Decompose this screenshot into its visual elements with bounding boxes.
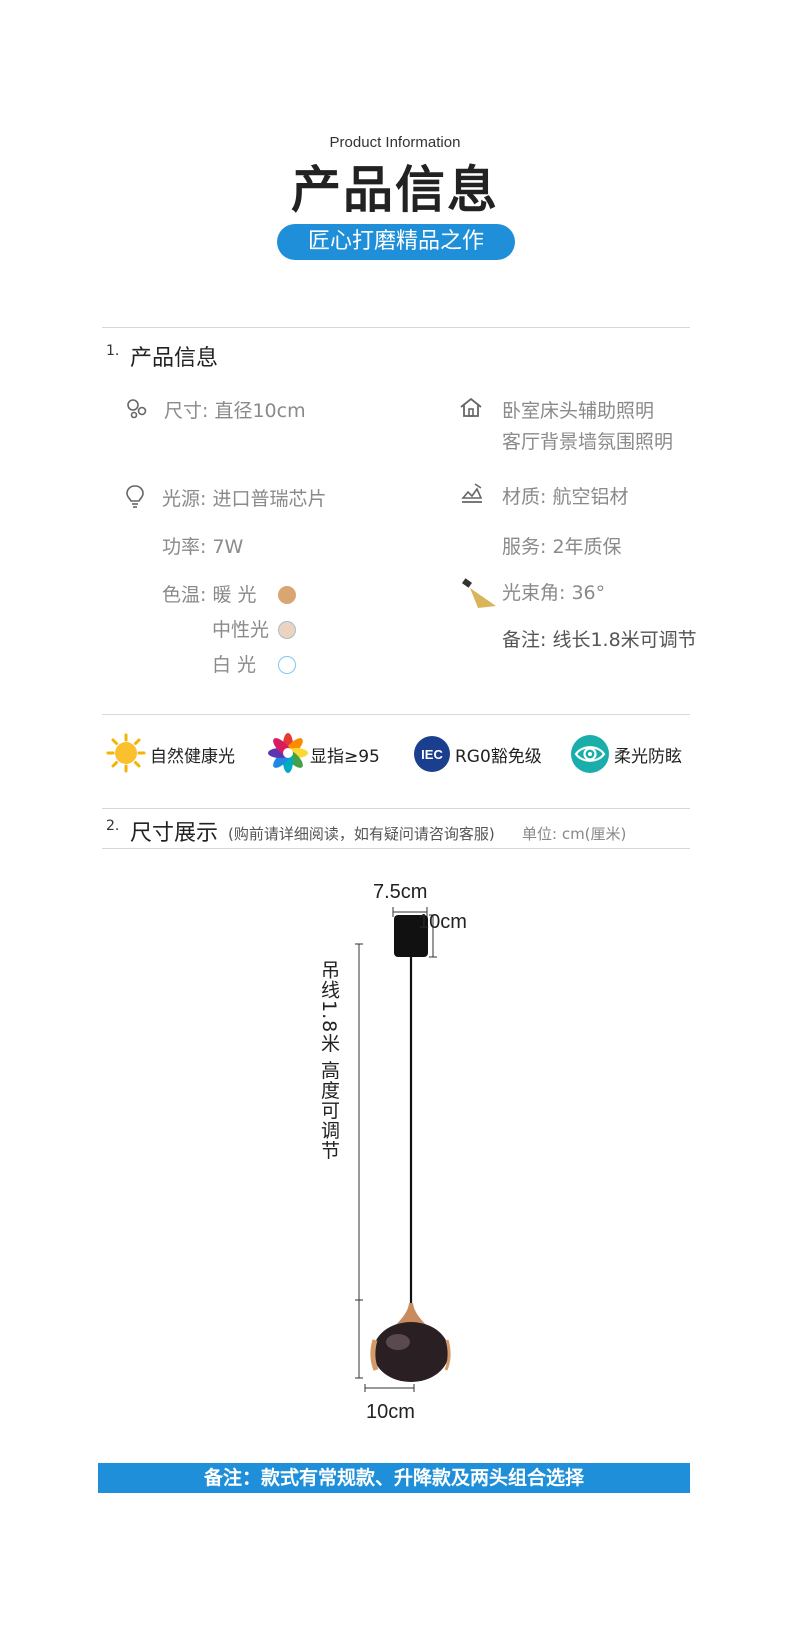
sun-icon	[106, 733, 146, 773]
usage-line-2: 客厅背景墙氛围照明	[502, 431, 674, 453]
feature-label: RG0豁免级	[455, 747, 542, 767]
home-icon	[460, 397, 482, 417]
white-light-dot	[278, 656, 296, 674]
usage-line-1: 卧室床头辅助照明	[502, 400, 655, 422]
shade-width-label: 10cm	[366, 1401, 415, 1423]
footer-note: 备注：款式有常规款、升降款及两头组合选择	[98, 1463, 690, 1493]
canopy-height-label: 10cm	[418, 911, 467, 933]
section-title: 产品信息	[130, 346, 219, 371]
eye-icon	[571, 735, 609, 773]
divider	[102, 808, 690, 809]
section-number: 2.	[106, 818, 120, 834]
iec-badge-icon: IEC	[414, 736, 450, 772]
canopy-width-label: 7.5cm	[373, 881, 428, 903]
divider	[102, 327, 690, 328]
material-spec: 材质: 航空铝材	[502, 486, 629, 508]
pendant-lamp-drawing	[355, 907, 451, 1392]
section-number: 1.	[106, 343, 120, 359]
warranty-spec: 服务: 2年质保	[502, 536, 622, 558]
feature-label: 显指≥95	[310, 747, 380, 767]
divider	[102, 848, 690, 849]
cable-length-label: 吊线1.8米 高度可调节	[318, 960, 340, 1161]
light-source-spec: 光源: 进口普瑞芯片	[162, 488, 327, 510]
section-title: 尺寸展示	[130, 821, 219, 846]
warm-light-dot	[278, 586, 296, 604]
remark-spec: 备注: 线长1.8米可调节	[502, 629, 697, 651]
color-temp-neutral-label: 中性光	[212, 619, 270, 641]
feature-label: 柔光防眩	[614, 747, 682, 767]
color-temp-white-label: 白 光	[212, 654, 257, 676]
slogan-badge: 匠心打磨精品之作	[277, 224, 515, 260]
circles-icon	[127, 399, 147, 419]
size-spec: 尺寸: 直径10cm	[164, 400, 306, 422]
color-wheel-icon	[268, 733, 308, 773]
page-title: 产品信息	[291, 161, 499, 219]
purchase-note: (购前请详细阅读，如有疑问请咨询客服)	[228, 825, 495, 843]
power-spec: 功率: 7W	[162, 536, 244, 558]
beam-angle-icon	[462, 578, 496, 608]
english-title: Product Information	[329, 134, 461, 151]
beam-angle-spec: 光束角: 36°	[502, 582, 606, 604]
material-icon	[461, 483, 483, 503]
iec-badge-text: IEC	[421, 747, 443, 762]
neutral-light-dot	[278, 621, 296, 639]
unit-note: 单位: cm(厘米)	[522, 825, 627, 843]
divider	[102, 714, 690, 715]
lightbulb-icon	[126, 485, 144, 508]
feature-label: 自然健康光	[150, 747, 235, 767]
color-temp-warm-label: 色温: 暖 光	[162, 584, 257, 606]
